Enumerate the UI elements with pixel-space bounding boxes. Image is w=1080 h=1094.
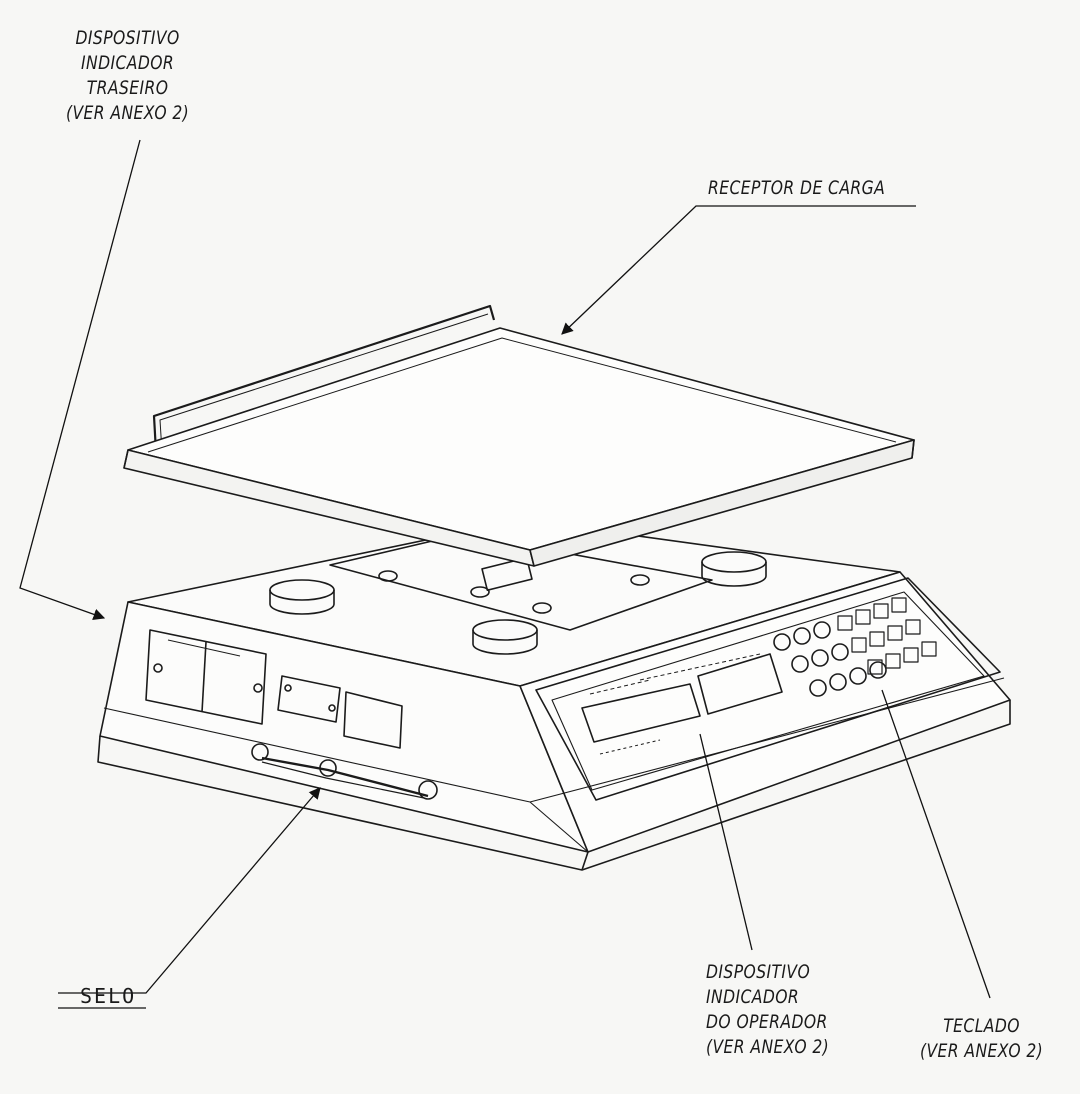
label-line: DISPOSITIVO: [75, 27, 180, 49]
leader-keypad: [881, 689, 991, 999]
label-line: DO OPERADOR: [706, 1011, 828, 1033]
base-top-details: [269, 533, 767, 655]
operator-display-panel: [535, 577, 1001, 801]
knob: [269, 579, 335, 615]
label-line: (VER ANEXO 2): [66, 102, 190, 124]
label-line: TRASEIRO: [86, 77, 169, 99]
label-line: INDICADOR: [81, 52, 175, 74]
knob: [472, 619, 538, 655]
leader-operator-indicator: [699, 733, 753, 951]
seal-wire: [251, 743, 438, 800]
label-load-receptor: RECEPTOR DE CARGA: [708, 176, 885, 201]
keypad: [773, 597, 937, 697]
label-line: (VER ANEXO 2): [706, 1036, 830, 1058]
blank-plate: [343, 691, 403, 749]
knob: [701, 551, 767, 587]
rear-indicator-panel: [145, 629, 267, 725]
label-line: RECEPTOR DE CARGA: [708, 177, 886, 199]
label-line: INDICADOR: [706, 986, 800, 1008]
label-operator-indicator: DISPOSITIVO INDICADOR DO OPERADOR (VER A…: [706, 960, 829, 1060]
label-line: DISPOSITIVO: [706, 961, 811, 983]
leader-rear-indicator: [19, 139, 141, 620]
scale-base: [97, 519, 1011, 871]
leader-seal: [58, 787, 321, 994]
label-rear-indicator: DISPOSITIVO INDICADOR TRASEIRO (VER ANEX…: [66, 26, 189, 126]
label-seal: SELO: [80, 984, 137, 1008]
plate-label: [277, 675, 341, 723]
label-line: (VER ANEXO 2): [920, 1040, 1044, 1062]
load-receptor: [123, 304, 915, 567]
label-line: TECLADO: [943, 1015, 1020, 1037]
label-keypad: TECLADO (VER ANEXO 2): [920, 1014, 1043, 1064]
leader-load-receptor: [561, 205, 916, 335]
